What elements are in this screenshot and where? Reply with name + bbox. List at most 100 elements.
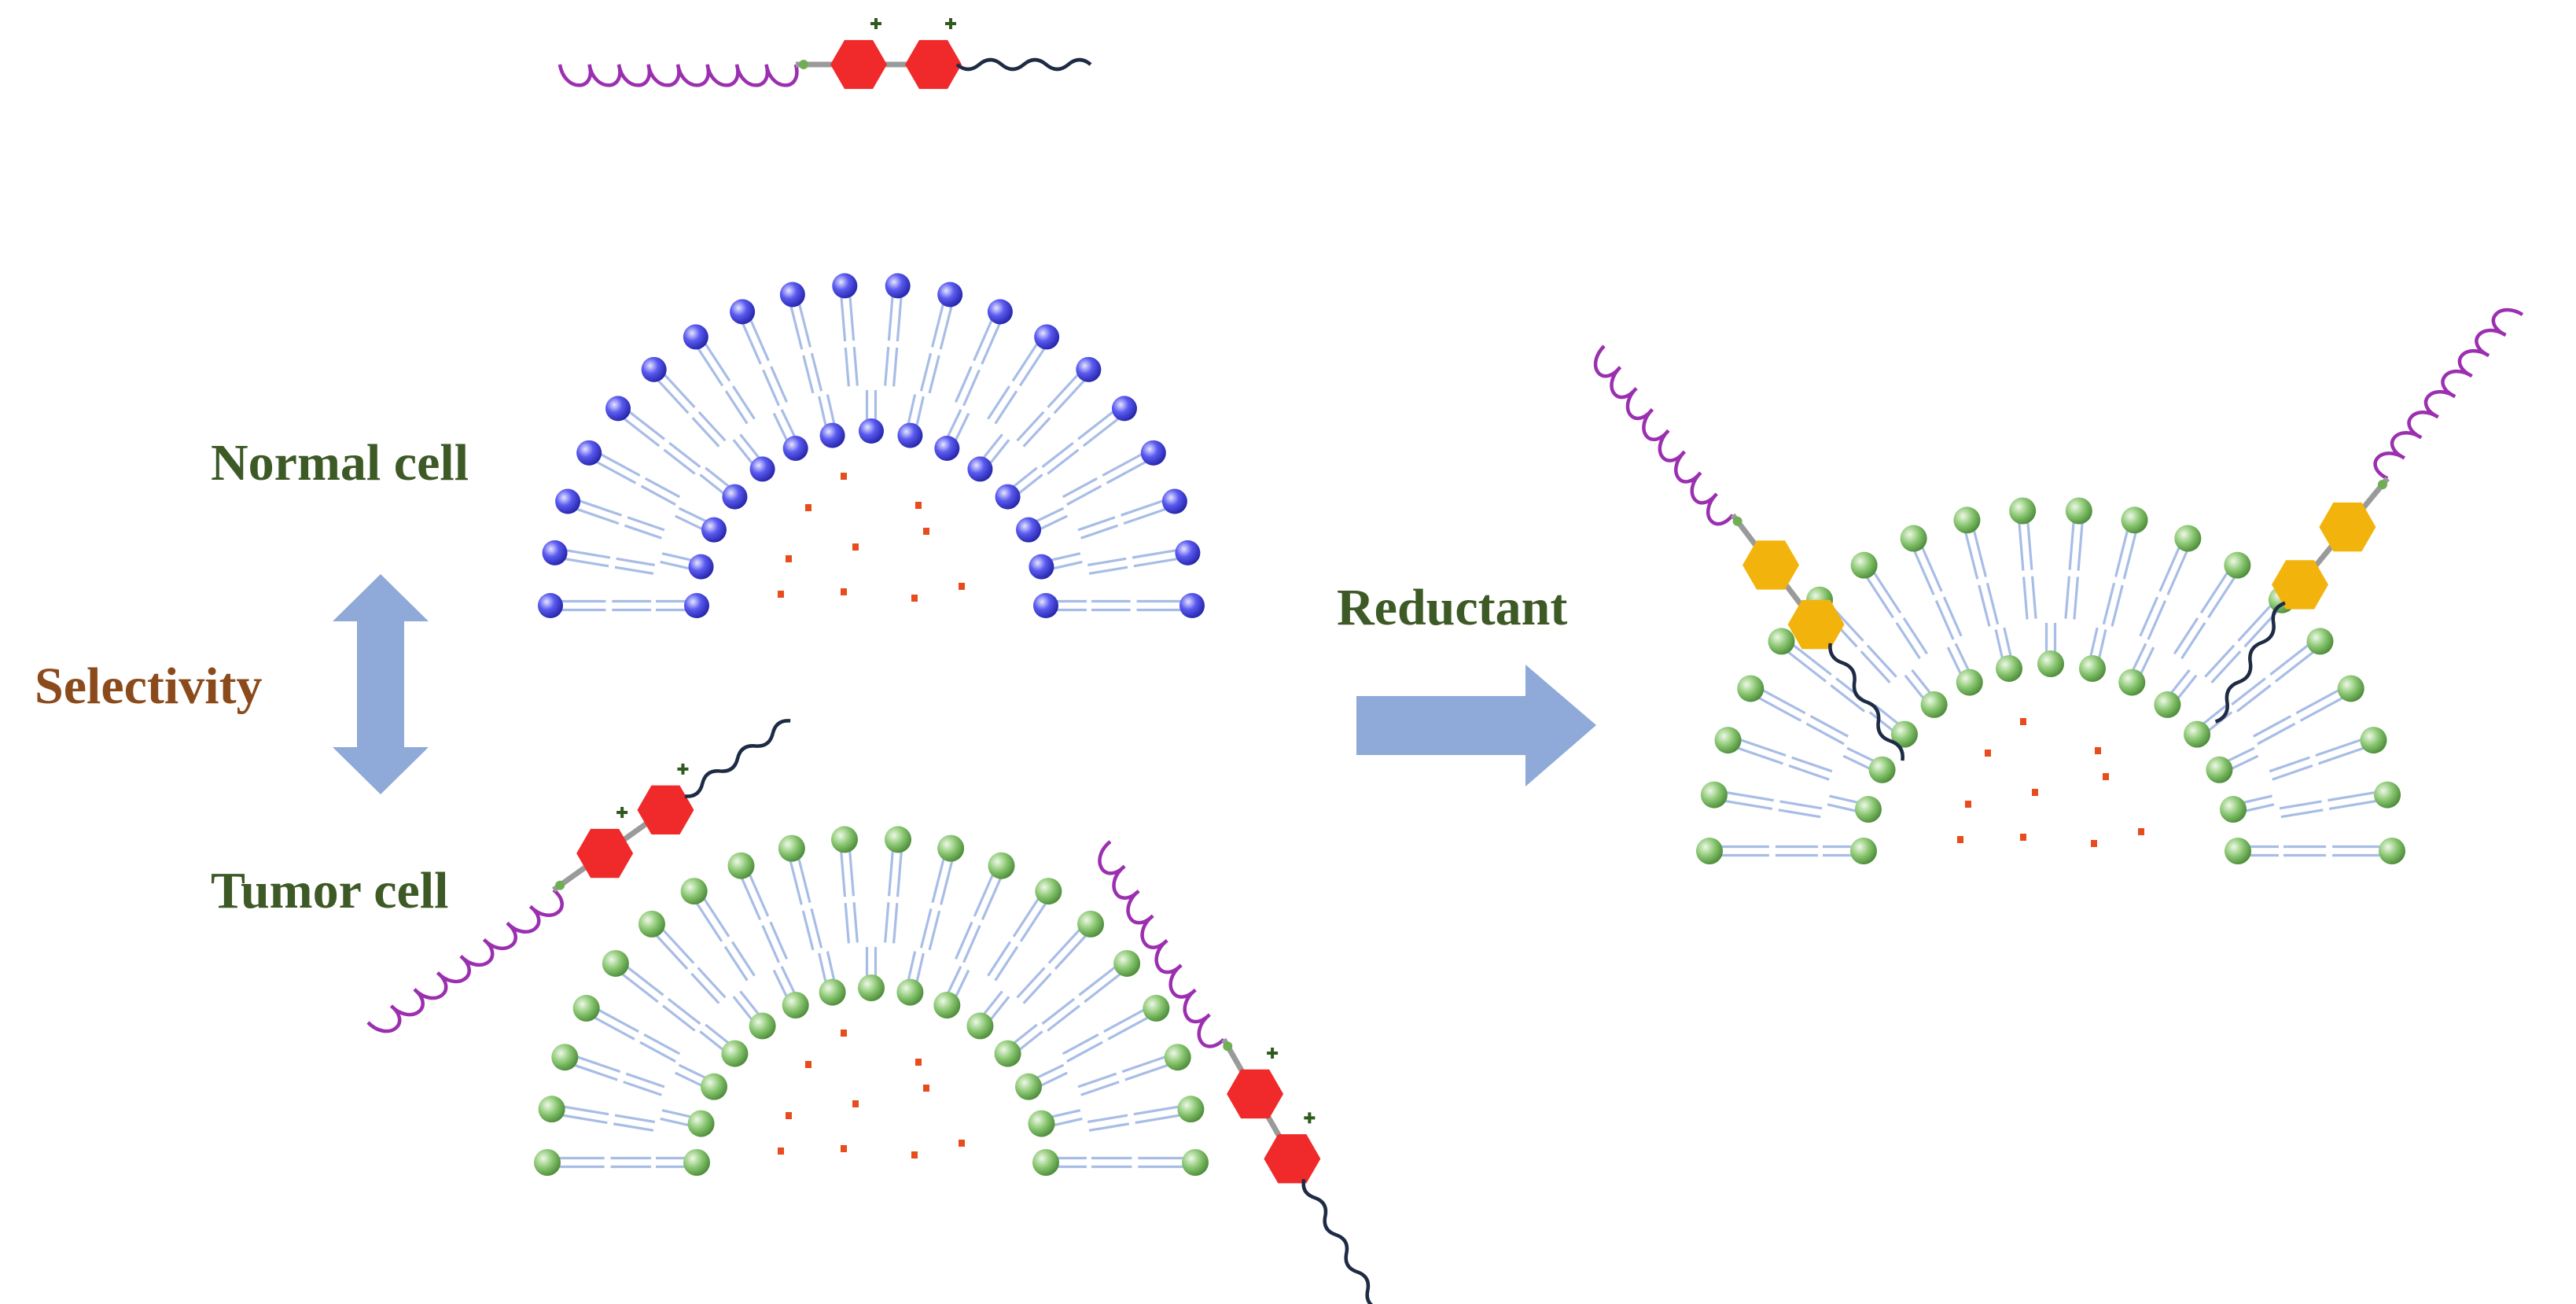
lipid-head <box>576 440 602 466</box>
lipid-head <box>1161 488 1187 514</box>
lipid-head <box>638 910 665 937</box>
cargo-dot <box>1957 836 1963 843</box>
dark-tail <box>955 57 1092 72</box>
cargo-dot <box>1985 750 1991 757</box>
tumor-peptide-left <box>366 719 791 1033</box>
hexagon-icon <box>2319 502 2376 552</box>
treated-peptide-left <box>1593 344 1904 761</box>
lipid-head <box>779 282 805 308</box>
lipid-head <box>2174 525 2202 552</box>
lipid-head <box>885 826 912 853</box>
plus-charge-icon <box>870 18 881 29</box>
treated-peptide-right <box>2214 308 2524 724</box>
hexagon-icon <box>1227 1069 1284 1119</box>
linker-node <box>1223 1041 1233 1052</box>
free-peptide-top <box>558 18 1092 90</box>
lipid-head <box>2220 796 2247 823</box>
lipid-head <box>605 396 631 422</box>
lipid-head <box>680 878 708 905</box>
lipid-head <box>1175 540 1201 565</box>
lipid-head <box>1034 324 1060 350</box>
lipid-head <box>721 1040 749 1067</box>
hexagon-icon <box>637 785 694 834</box>
lipid-head <box>2306 628 2334 655</box>
lipid-head <box>683 1149 710 1176</box>
lipid-head <box>538 1096 565 1123</box>
peptides-layer <box>366 18 2524 1304</box>
lipid-head <box>722 484 748 510</box>
arrows-layer <box>333 574 1596 794</box>
cargo-dot <box>911 1151 918 1158</box>
lipid-head <box>967 456 993 482</box>
lipid-head <box>1737 675 1765 702</box>
tumor-cell-label: Tumor cell <box>211 862 449 919</box>
lipid-head <box>819 422 845 448</box>
lipid-head <box>1033 593 1058 618</box>
lipid-head <box>2009 497 2037 525</box>
lipid-head <box>934 435 960 461</box>
lipid-head <box>1177 1096 1205 1123</box>
lipid-head <box>858 974 885 1001</box>
helix-peptide <box>2373 308 2524 481</box>
cargo-dot <box>915 1059 922 1066</box>
helix-peptide <box>1098 840 1225 1048</box>
dark-tail <box>1828 643 1904 761</box>
cargo-dot <box>2091 840 2097 847</box>
cargo-dot <box>923 1085 929 1092</box>
lipid-head <box>2154 691 2181 718</box>
cargo-dot <box>959 583 965 590</box>
lipid-head <box>1113 949 1141 977</box>
lipid-head <box>2078 654 2106 682</box>
lipid-head <box>966 1012 994 1040</box>
tumor-cell-membrane <box>534 826 1209 1176</box>
lipid-head <box>859 418 884 444</box>
lipid-head <box>988 852 1015 879</box>
lipid-head <box>1016 517 1042 543</box>
lipid-head <box>1015 1073 1043 1100</box>
cargo-dot <box>841 473 847 480</box>
lipid-head <box>778 834 805 862</box>
lipid-head <box>688 554 714 580</box>
linker-node <box>2377 480 2387 490</box>
dark-tail <box>1301 1178 1374 1304</box>
cargo-dot <box>786 555 792 562</box>
lipid-head <box>1179 593 1205 618</box>
lipid-head <box>830 826 858 853</box>
lipid-head <box>2379 838 2405 864</box>
lipid-head <box>2206 756 2233 783</box>
lipid-head <box>572 994 600 1022</box>
hexagon-icon <box>1742 540 1800 590</box>
lipid-head <box>683 324 708 350</box>
lipid-head <box>885 273 911 299</box>
lipid-head <box>1164 1044 1191 1071</box>
linker-node <box>1732 516 1742 526</box>
lipid-head <box>700 1073 727 1100</box>
lipid-head <box>995 484 1021 510</box>
cargo-dot <box>778 591 784 598</box>
lipid-head <box>749 1012 776 1040</box>
lipid-head <box>1035 878 1062 905</box>
lipid-head <box>933 991 961 1019</box>
selectivity-double-arrow-icon <box>333 574 429 794</box>
selectivity-label: Selectivity <box>35 658 263 715</box>
cargo-dot <box>2095 747 2101 754</box>
lipid-head <box>2037 650 2064 677</box>
lipid-head <box>1696 838 1723 864</box>
lipid-head <box>2225 838 2251 864</box>
lipid-head <box>542 540 568 565</box>
cargo-dot <box>805 504 811 511</box>
lipid-head <box>2374 781 2401 809</box>
plus-charge-icon <box>677 763 689 775</box>
cargo-dot <box>2020 718 2026 725</box>
lipid-head <box>782 435 808 461</box>
lipid-head <box>937 834 965 862</box>
lipid-head <box>819 978 846 1006</box>
cargo-dot <box>2032 789 2038 796</box>
cargo-dot <box>2138 828 2144 835</box>
cargo-dot <box>923 528 929 535</box>
plus-charge-icon <box>616 807 628 819</box>
lipid-head <box>1850 551 1878 579</box>
lipid-head <box>551 1044 579 1071</box>
lipid-head <box>727 852 755 879</box>
lipid-head <box>1143 994 1170 1022</box>
